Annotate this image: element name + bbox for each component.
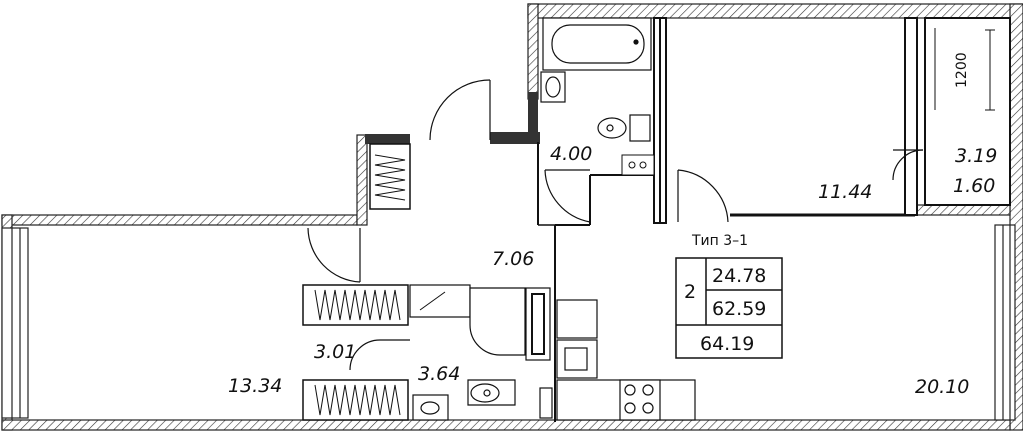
heater-upper bbox=[621, 154, 655, 176]
toilet-upper bbox=[597, 114, 651, 142]
outer-walls bbox=[1, 3, 1023, 431]
bedroom-area: 11.44 bbox=[818, 181, 872, 203]
left-window bbox=[1, 227, 29, 419]
wc-area: 3.01 bbox=[314, 341, 356, 363]
summary-table bbox=[675, 257, 783, 359]
bath2-area: 3.64 bbox=[418, 363, 460, 385]
balcony-area-bottom: 1.60 bbox=[953, 175, 995, 197]
doors bbox=[307, 79, 924, 371]
total-area: 62.59 bbox=[712, 298, 766, 320]
rooms-count: 2 bbox=[684, 281, 696, 303]
total-with-balcony: 64.19 bbox=[700, 333, 754, 355]
living-total: 24.78 bbox=[712, 265, 766, 287]
balcony-width-dimension: 1200 bbox=[954, 52, 970, 88]
bathtub bbox=[542, 17, 652, 71]
wardrobe-upper bbox=[369, 143, 411, 210]
wardrobe-mid bbox=[302, 284, 409, 326]
apartment-type: Тип 3–1 bbox=[691, 233, 748, 249]
sink-upper bbox=[540, 71, 566, 103]
wardrobe-low bbox=[302, 379, 409, 421]
bathroom-area: 4.00 bbox=[550, 143, 592, 165]
lower-bathroom bbox=[409, 284, 553, 421]
kitchen-area: 20.10 bbox=[915, 376, 969, 398]
kitchen-counter bbox=[556, 299, 696, 421]
brick-blocks bbox=[365, 92, 540, 144]
living-area: 13.34 bbox=[228, 375, 282, 397]
interior-walls bbox=[537, 17, 1011, 422]
hall-area: 7.06 bbox=[492, 248, 534, 270]
right-window bbox=[994, 224, 1016, 421]
balcony-area-top: 3.19 bbox=[955, 145, 997, 167]
balcony-dimension bbox=[985, 29, 995, 111]
